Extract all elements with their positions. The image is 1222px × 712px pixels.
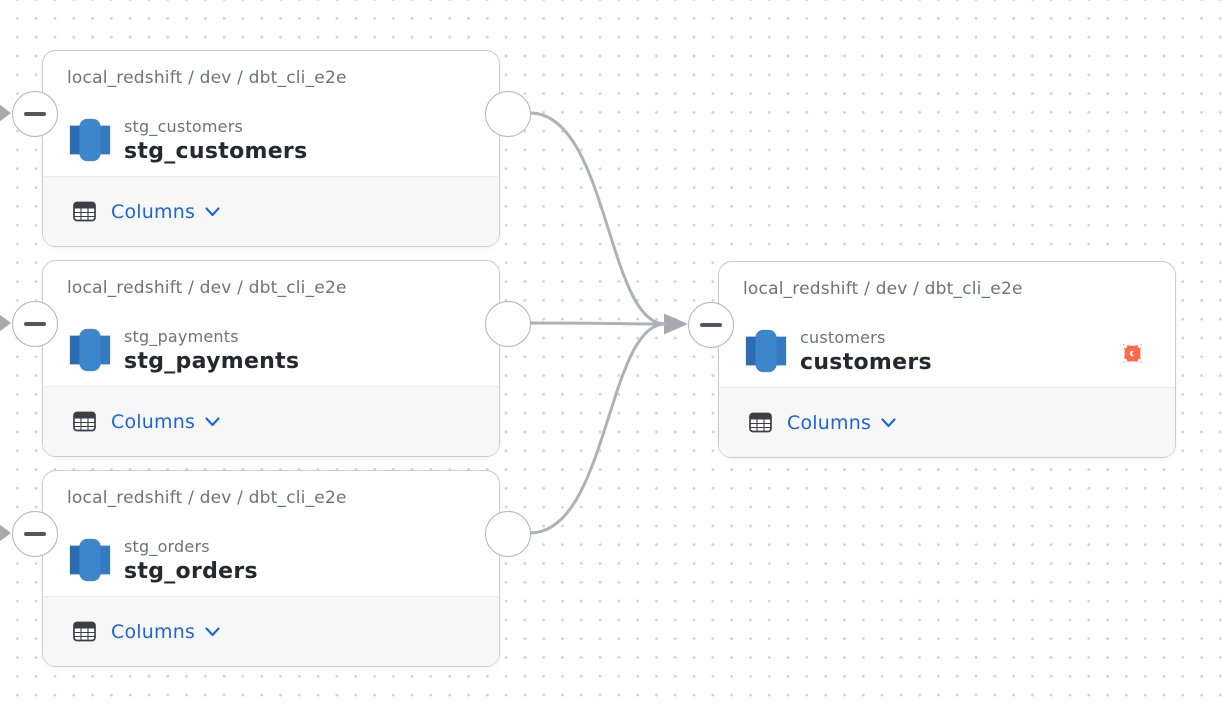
- dbt-icon: [1118, 339, 1147, 368]
- source-handle[interactable]: [485, 91, 531, 137]
- offscreen-upstream-arrow-stg_orders: [0, 524, 11, 542]
- name-row: stg_payments stg_payments: [67, 325, 475, 379]
- node-names: stg_customers stg_customers: [124, 117, 307, 167]
- table-icon: [73, 621, 96, 642]
- table-icon: [73, 201, 96, 222]
- node-names: stg_orders stg_orders: [124, 537, 258, 587]
- node-subtitle: customers: [800, 328, 886, 347]
- minus-icon: [24, 531, 46, 537]
- table-node-stg_payments[interactable]: local_redshift / dev / dbt_cli_e2e stg_p…: [12, 260, 531, 457]
- collapse-upstream-handle[interactable]: [12, 91, 58, 137]
- node-title: customers: [800, 350, 932, 375]
- minus-icon: [700, 322, 722, 328]
- breadcrumb: local_redshift / dev / dbt_cli_e2e: [743, 279, 1023, 299]
- columns-label: Columns: [111, 200, 196, 223]
- node-subtitle: stg_customers: [124, 117, 244, 136]
- table-icon: [73, 411, 96, 432]
- minus-icon: [24, 111, 46, 117]
- edge-arrowhead-customers: [664, 313, 688, 335]
- node-main: local_redshift / dev / dbt_cli_e2e stg_c…: [43, 51, 499, 177]
- collapse-upstream-handle[interactable]: [688, 302, 734, 348]
- name-row: stg_orders stg_orders: [67, 535, 475, 589]
- node-main: local_redshift / dev / dbt_cli_e2e custo…: [719, 262, 1175, 388]
- columns-toggle[interactable]: Columns: [111, 411, 220, 433]
- columns-toggle[interactable]: Columns: [111, 201, 220, 223]
- chevron-down-icon: [881, 417, 896, 427]
- node-footer: Columns: [43, 176, 499, 246]
- node-subtitle: stg_payments: [124, 327, 239, 346]
- columns-label: Columns: [111, 410, 196, 433]
- node-title: stg_customers: [124, 139, 308, 164]
- table-node-stg_customers[interactable]: local_redshift / dev / dbt_cli_e2e stg_c…: [12, 50, 531, 247]
- node-subtitle: stg_orders: [124, 537, 210, 556]
- columns-label: Columns: [111, 620, 196, 643]
- table-icon: [749, 412, 772, 433]
- redshift-icon: [743, 326, 789, 380]
- redshift-icon: [67, 535, 113, 589]
- redshift-icon: [67, 325, 113, 379]
- columns-label: Columns: [787, 411, 872, 434]
- collapse-upstream-handle[interactable]: [12, 511, 58, 557]
- node-title: stg_payments: [124, 349, 300, 374]
- breadcrumb: local_redshift / dev / dbt_cli_e2e: [67, 68, 347, 88]
- lineage-edge-stg_customers-to-customers: [528, 111, 667, 326]
- chevron-down-icon: [205, 626, 220, 636]
- columns-toggle[interactable]: Columns: [111, 621, 220, 643]
- node-title: stg_orders: [124, 559, 258, 584]
- name-row: stg_customers stg_customers: [67, 115, 475, 169]
- source-handle[interactable]: [485, 511, 531, 557]
- chevron-down-icon: [205, 206, 220, 216]
- node-footer: Columns: [43, 386, 499, 456]
- lineage-edge-stg_payments-to-customers: [528, 321, 667, 326]
- redshift-icon: [67, 115, 113, 169]
- breadcrumb: local_redshift / dev / dbt_cli_e2e: [67, 278, 347, 298]
- offscreen-upstream-arrow-stg_customers: [0, 104, 11, 122]
- offscreen-upstream-arrow-stg_payments: [0, 314, 11, 332]
- lineage-edge-stg_orders-to-customers: [528, 322, 667, 535]
- node-footer: Columns: [43, 596, 499, 666]
- name-row: customers customers: [743, 326, 1151, 380]
- node-main: local_redshift / dev / dbt_cli_e2e stg_p…: [43, 261, 499, 387]
- node-footer: Columns: [719, 387, 1175, 457]
- breadcrumb: local_redshift / dev / dbt_cli_e2e: [67, 488, 347, 508]
- chevron-down-icon: [205, 416, 220, 426]
- collapse-upstream-handle[interactable]: [12, 301, 58, 347]
- node-names: stg_payments stg_payments: [124, 327, 299, 377]
- minus-icon: [24, 321, 46, 327]
- node-names: customers customers: [800, 328, 932, 378]
- node-main: local_redshift / dev / dbt_cli_e2e stg_o…: [43, 471, 499, 597]
- source-handle[interactable]: [485, 301, 531, 347]
- columns-toggle[interactable]: Columns: [787, 412, 896, 434]
- table-node-stg_orders[interactable]: local_redshift / dev / dbt_cli_e2e stg_o…: [12, 470, 531, 667]
- table-node-customers[interactable]: local_redshift / dev / dbt_cli_e2e custo…: [688, 261, 1176, 458]
